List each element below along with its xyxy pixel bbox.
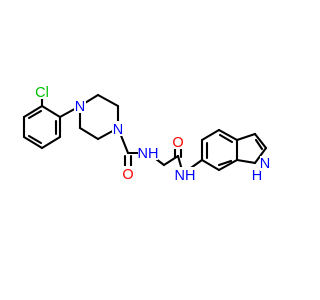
indole-n-label: N	[260, 156, 270, 172]
indole-benzene-ring	[200, 128, 239, 172]
urea-oxygen-label: O	[122, 167, 133, 183]
piperazine-n4-label: N	[113, 122, 123, 138]
amide-nh-label: NH	[175, 168, 196, 184]
amide-oxygen-label: O	[172, 135, 183, 151]
urea-nh-label: NH	[138, 146, 159, 162]
label-layer: Cl N N O NH O NH H N	[33, 84, 271, 184]
indole-pyrrole-ring	[235, 132, 268, 165]
indole-h-label: H	[252, 168, 262, 184]
piperazine-n1-label: N	[75, 99, 85, 115]
molecule-diagram: Cl N N O NH O NH H N	[22, 84, 271, 184]
chlorophenyl-ring	[22, 104, 62, 150]
chlorine-label: Cl	[35, 85, 49, 101]
